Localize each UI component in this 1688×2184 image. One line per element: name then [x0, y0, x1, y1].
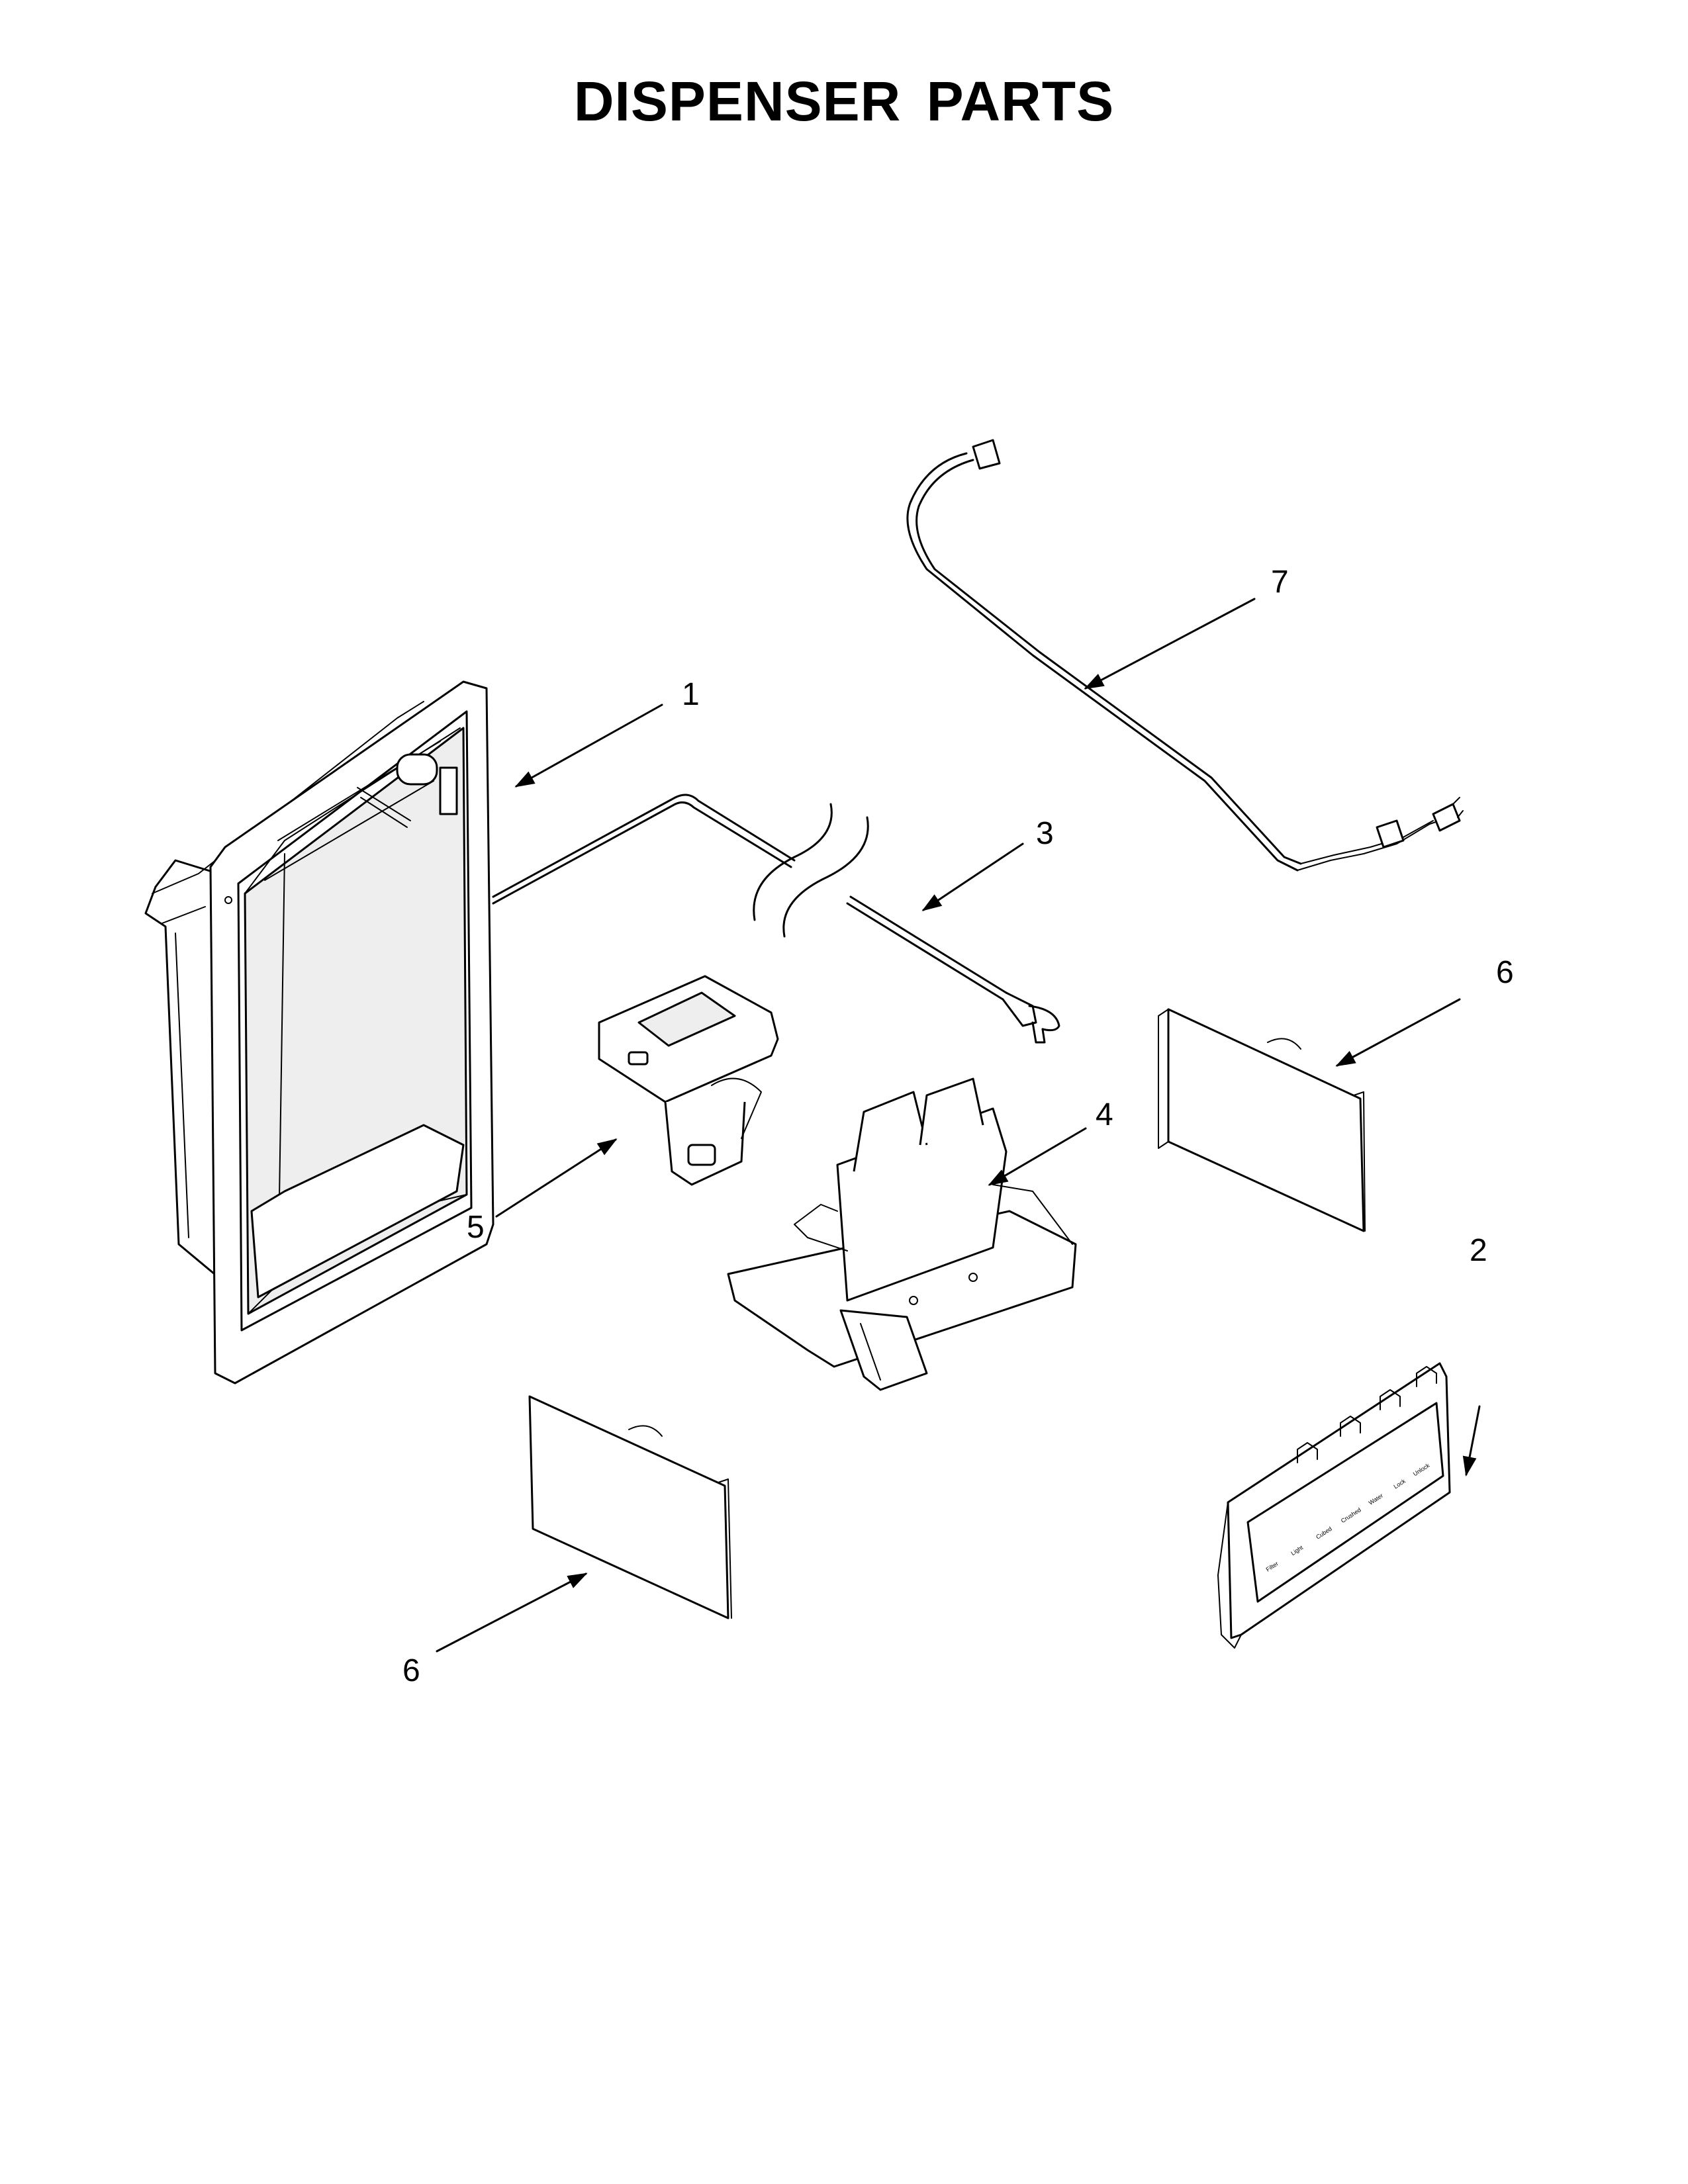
callout-number-2: 2	[1470, 1233, 1487, 1268]
callout-arrow-4	[988, 1127, 1087, 1186]
water-tube-drawing	[492, 794, 1060, 1044]
callout-arrow-7	[1084, 598, 1256, 690]
dispenser-housing-drawing	[144, 680, 494, 1385]
callout-number-1: 1	[682, 677, 700, 712]
lever-assembly-drawing	[727, 1077, 1077, 1391]
callout-number-6-upper: 6	[1496, 955, 1514, 990]
callout-arrow-6-lower	[436, 1572, 588, 1653]
callout-number-6-lower: 6	[402, 1653, 420, 1688]
callout-number-4: 4	[1096, 1097, 1113, 1132]
callout-arrow-1	[514, 704, 663, 788]
callout-arrows	[436, 598, 1481, 1653]
callout-number-7: 7	[1271, 565, 1289, 600]
trim-cover-lower-drawing	[528, 1395, 732, 1619]
callout-number-5: 5	[467, 1210, 485, 1245]
ice-chute-door-drawing	[598, 975, 779, 1186]
callout-arrow-2	[1462, 1405, 1481, 1477]
page-title: DISPENSER PARTS	[573, 70, 1115, 132]
trim-cover-upper-drawing	[1158, 1008, 1366, 1232]
callout-numbers: 1 2 3 4 5 6 6 7	[402, 565, 1514, 1688]
callout-arrow-5	[495, 1138, 618, 1218]
wire-harness-drawing	[906, 439, 1464, 872]
callout-arrow-6-upper	[1335, 998, 1461, 1067]
control-panel-drawing: Filter Light Cubed Crushed Water Lock Un…	[1217, 1362, 1451, 1649]
callout-arrow-3	[921, 842, 1024, 911]
callout-number-3: 3	[1036, 816, 1054, 851]
